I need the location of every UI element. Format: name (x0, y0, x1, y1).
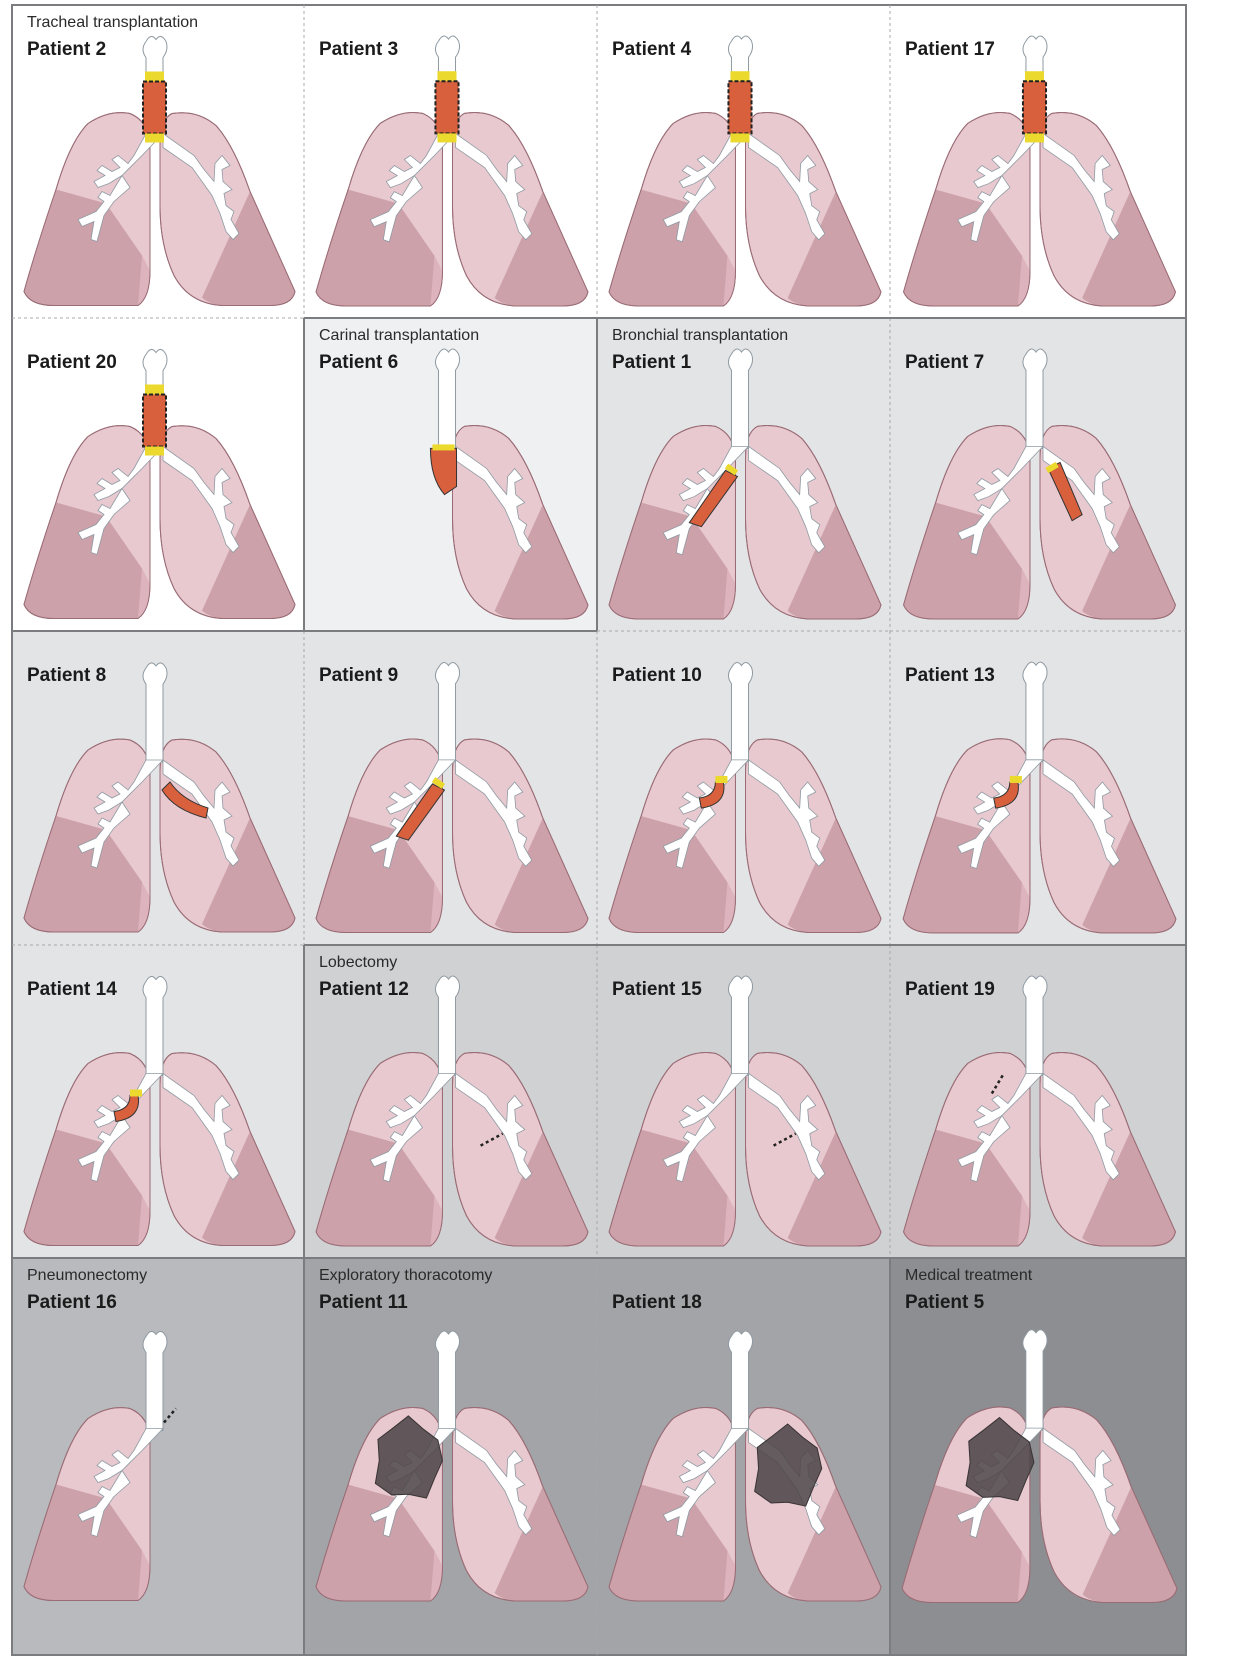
group-label: Bronchial transplantation (612, 327, 788, 345)
carinal-graft (430, 448, 456, 494)
anastomosis-upper (1025, 71, 1044, 81)
panel-patient-4: Patient 4 (597, 5, 890, 318)
group-label: Medical treatment (905, 1267, 1032, 1285)
anastomosis-lower (437, 133, 456, 142)
group-label: Lobectomy (319, 954, 397, 972)
lung-diagram (597, 1258, 890, 1655)
panel-patient-17: Patient 17 (890, 5, 1186, 318)
tracheal-graft (143, 82, 166, 134)
patient-label: Patient 11 (319, 1292, 408, 1314)
patient-label: Patient 16 (27, 1292, 117, 1314)
anastomosis-upper (437, 71, 456, 81)
panel-patient-18: Patient 18 (597, 1258, 890, 1655)
panel-patient-14: Patient 14 (12, 945, 304, 1258)
patient-label: Patient 4 (612, 39, 691, 61)
patient-label: Patient 13 (905, 665, 995, 687)
trachea (435, 976, 459, 1075)
group-label: Exploratory thoracotomy (319, 1267, 492, 1285)
anastomosis-lower (145, 134, 164, 143)
anastomosis (432, 444, 454, 450)
trachea (1023, 976, 1047, 1075)
tracheal-graft (728, 81, 751, 133)
group-label: Tracheal transplantation (27, 14, 198, 32)
anastomosis-lower (1025, 133, 1044, 142)
panel-patient-19: Patient 19 (890, 945, 1186, 1258)
patient-label: Patient 3 (319, 39, 398, 61)
tracheal-graft (435, 81, 458, 133)
group-label: Pneumonectomy (27, 1267, 147, 1285)
patient-label: Patient 9 (319, 665, 398, 687)
trachea (1023, 1330, 1047, 1430)
trachea (1023, 349, 1047, 448)
patient-label: Patient 8 (27, 665, 106, 687)
panel-patient-13: Patient 13 (890, 631, 1186, 945)
patient-label: Patient 7 (905, 352, 984, 374)
trachea (143, 1331, 167, 1430)
tracheal-graft (1023, 81, 1046, 133)
patient-label: Patient 14 (27, 979, 117, 1001)
panel-patient-7: Patient 7 (890, 318, 1186, 631)
trachea (143, 976, 167, 1075)
patient-label: Patient 18 (612, 1292, 702, 1314)
trachea (143, 663, 167, 762)
lung-diagram (304, 1258, 597, 1655)
trachea (728, 1331, 752, 1430)
panel-patient-8: Patient 8 (12, 631, 304, 945)
patient-label: Patient 17 (905, 39, 995, 61)
panel-patient-15: Patient 15 (597, 945, 890, 1258)
anastomosis-upper (145, 72, 164, 82)
panel-patient-10: Patient 10 (597, 631, 890, 945)
anastomosis (715, 776, 727, 783)
anastomosis-upper (145, 385, 164, 395)
lung-diagram (12, 1258, 304, 1655)
trachea (728, 663, 752, 762)
anastomosis-lower (145, 447, 164, 456)
patient-label: Patient 15 (612, 979, 702, 1001)
stapler-line (164, 1409, 176, 1423)
patient-label: Patient 6 (319, 352, 398, 374)
anastomosis-upper (730, 71, 749, 81)
patient-label: Patient 1 (612, 352, 691, 374)
patient-label: Patient 10 (612, 665, 702, 687)
tracheal-graft (143, 395, 166, 447)
group-label: Carinal transplantation (319, 327, 479, 345)
trachea (728, 976, 752, 1075)
trachea (435, 349, 459, 448)
patient-label: Patient 20 (27, 352, 117, 374)
trachea (435, 663, 459, 762)
trachea (1023, 662, 1047, 762)
trachea (435, 1331, 459, 1430)
panel-patient-9: Patient 9 (304, 631, 597, 945)
patient-label: Patient 5 (905, 1292, 984, 1314)
patient-label: Patient 19 (905, 979, 995, 1001)
panel-patient-20: Patient 20 (12, 318, 304, 631)
lung-diagram (890, 1258, 1186, 1655)
patient-label: Patient 2 (27, 39, 106, 61)
patient-label: Patient 12 (319, 979, 409, 1001)
trachea (728, 349, 752, 448)
anastomosis (130, 1090, 142, 1097)
anastomosis (1010, 776, 1022, 783)
panel-patient-3: Patient 3 (304, 5, 597, 318)
anastomosis-lower (730, 133, 749, 142)
